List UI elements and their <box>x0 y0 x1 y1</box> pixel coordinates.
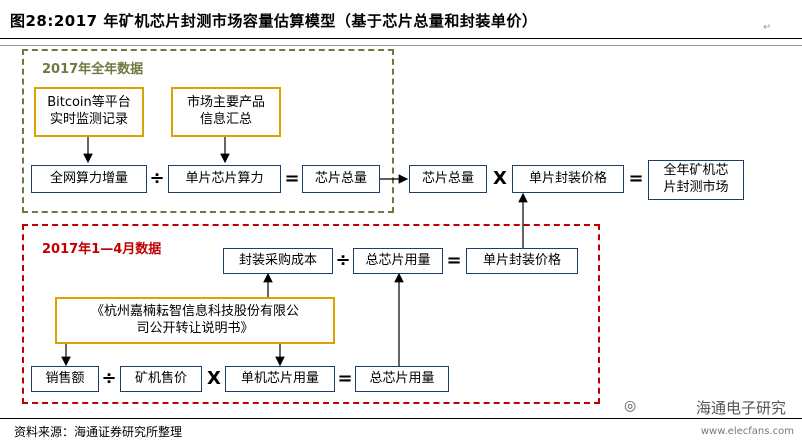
box-total-chips-text: 芯片总量 <box>314 170 367 186</box>
operator-divide: ÷ <box>101 368 117 389</box>
box-total-chip-usage-result: 总芯片用量 <box>355 366 449 392</box>
watermark-text: 海通电子研究 <box>695 399 786 417</box>
box-single-chip-hashrate: 单片芯片算力 <box>168 165 281 193</box>
operator-divide: ÷ <box>335 250 351 271</box>
box-market-info: 市场主要产品 信息汇总 <box>171 87 281 137</box>
region-2017-jan-apr: 2017年1—4月数据 <box>22 224 600 404</box>
operator-equals: = <box>628 168 644 189</box>
bottom-rule <box>0 418 802 419</box>
box-total-chips: 芯片总量 <box>302 165 380 193</box>
operator-multiply: X <box>493 168 507 189</box>
box-miner-price-text: 矿机售价 <box>134 370 187 386</box>
box-unit-price-text: 单片封装价格 <box>528 170 607 186</box>
box-prospectus-source: 《杭州嘉楠耘智信息科技股份有限公 司公开转让说明书》 <box>55 297 335 344</box>
box-total-use-text: 总芯片用量 <box>365 252 431 268</box>
site-watermark: www.elecfans.com <box>700 426 794 437</box>
box-annual-market-size: 全年矿机芯 片封测市场 <box>648 160 744 200</box>
box-market-text: 市场主要产品 信息汇总 <box>186 95 265 127</box>
box-bitcoin-monitoring: Bitcoin等平台 实时监测记录 <box>34 87 144 137</box>
box-hashrate-text: 全网算力增量 <box>49 170 128 186</box>
box-unit-package-price: 单片封装价格 <box>512 165 624 193</box>
box-package-purchase-cost: 封装采购成本 <box>223 248 333 274</box>
box-unit-package-price-calc: 单片封装价格 <box>466 248 578 274</box>
operator-equals: = <box>446 250 462 271</box>
box-chips-per-miner: 单机芯片用量 <box>225 366 335 392</box>
box-chips-per-miner-text: 单机芯片用量 <box>240 370 319 386</box>
operator-multiply: X <box>207 368 221 389</box>
operator-equals: = <box>284 168 300 189</box>
operator-divide: ÷ <box>149 168 165 189</box>
separator-rule <box>0 45 802 46</box>
box-total-use2-text: 总芯片用量 <box>369 370 435 386</box>
box-prospectus-text: 《杭州嘉楠耘智信息科技股份有限公 司公开转让说明书》 <box>90 303 299 336</box>
box-single-hash-text: 单片芯片算力 <box>185 170 264 186</box>
region-2017-annual: 2017年全年数据 <box>22 49 394 213</box>
box-bitcoin-text: Bitcoin等平台 实时监测记录 <box>47 95 131 127</box>
operator-equals: = <box>337 368 353 389</box>
figure-title: 图28:2017 年矿机芯片封测市场容量估算模型（基于芯片总量和封装单价） <box>10 12 538 30</box>
paragraph-mark: ↵ <box>763 22 772 33</box>
box-miner-price: 矿机售价 <box>120 366 202 392</box>
box-sales-revenue: 销售额 <box>31 366 99 392</box>
box-total-chips-out-text: 芯片总量 <box>421 170 474 186</box>
box-network-hashrate-increase: 全网算力增量 <box>31 165 147 193</box>
box-total-chips-output: 芯片总量 <box>409 165 487 193</box>
region-2017-label: 2017年全年数据 <box>42 62 144 77</box>
region-jan-apr-label: 2017年1—4月数据 <box>42 242 162 257</box>
box-market-size-text: 全年矿机芯 片封测市场 <box>663 163 729 195</box>
title-rule <box>0 38 802 39</box>
source-note: 资料来源：海通证券研究所整理 <box>14 425 183 439</box>
box-unit-price2-text: 单片封装价格 <box>482 252 561 268</box>
box-sales-text: 销售额 <box>45 370 85 386</box>
box-total-chip-usage: 总芯片用量 <box>353 248 443 274</box>
box-pkg-cost-text: 封装采购成本 <box>238 252 317 268</box>
wechat-icon: ◎ <box>624 398 637 414</box>
